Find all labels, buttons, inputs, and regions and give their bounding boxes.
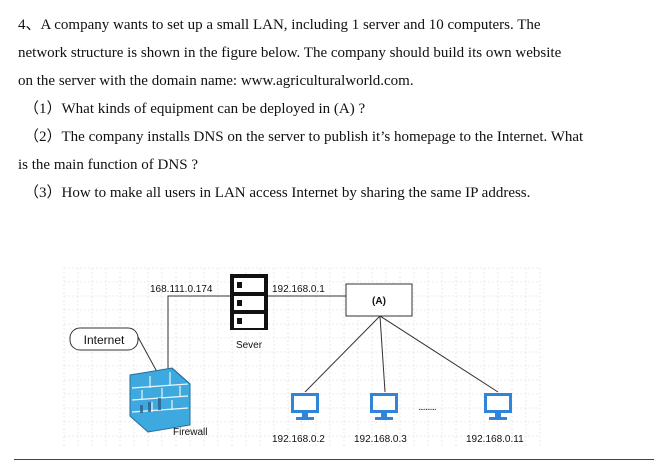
server-label: Sever (236, 340, 263, 351)
connection-lines (137, 295, 499, 393)
question-3: （3）How to make all users in LAN access I… (24, 185, 531, 201)
line-firewall-server (167, 295, 232, 380)
pc-ip-1: 192.168.0.2 (272, 434, 325, 445)
question-intro-line-3: on the server with the domain name: www.… (18, 73, 414, 89)
firewall-label: Firewall (173, 427, 207, 438)
server-private-ip: 192.168.0.1 (272, 284, 325, 295)
pc-icon (291, 393, 319, 420)
diagram-grid (63, 267, 541, 446)
pc-icon (370, 393, 398, 420)
question-2-line-2: is the main function of DNS ? (18, 157, 198, 173)
line-a-pc3 (379, 315, 499, 393)
question-2-line-1: （2）The company installs DNS on the serve… (24, 129, 584, 145)
firewall-icon (129, 367, 191, 433)
internet-label: Internet (84, 333, 125, 347)
line-a-pc1 (304, 315, 381, 393)
pc-ip-2: 192.168.0.3 (354, 434, 407, 445)
pc-ellipsis: .......... (418, 402, 436, 413)
internet-node: Internet (69, 327, 139, 351)
line-a-pc2 (379, 315, 386, 393)
question-intro-line-2: network structure is shown in the figure… (18, 45, 562, 61)
question-1: （1）What kinds of equipment can be deploy… (24, 101, 366, 117)
bottom-rule (14, 459, 654, 460)
pc-icon (484, 393, 512, 420)
server-icon (230, 274, 268, 330)
question-intro-line-1: 4、A company wants to set up a small LAN,… (18, 17, 541, 33)
device-a-box: (A) (345, 283, 413, 317)
device-a-label: (A) (372, 296, 386, 307)
server-public-ip: 168.111.0.174 (150, 284, 213, 295)
pc-ip-3: 192.168.0.11 (466, 434, 524, 445)
